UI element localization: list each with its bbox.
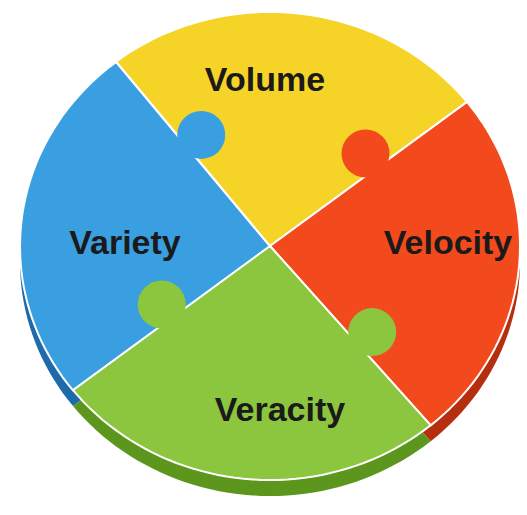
piece-label: Variety	[69, 224, 181, 261]
piece-label: Volume	[205, 61, 325, 98]
puzzle-knob	[177, 111, 225, 159]
puzzle-piece: Veracity	[73, 246, 431, 480]
puzzle-knob	[138, 281, 186, 329]
piece-label: Velocity	[384, 224, 513, 261]
puzzle-knob	[342, 129, 390, 177]
puzzle-knob	[348, 308, 396, 356]
piece-label: Veracity	[215, 391, 345, 428]
piece-shape	[73, 246, 431, 480]
